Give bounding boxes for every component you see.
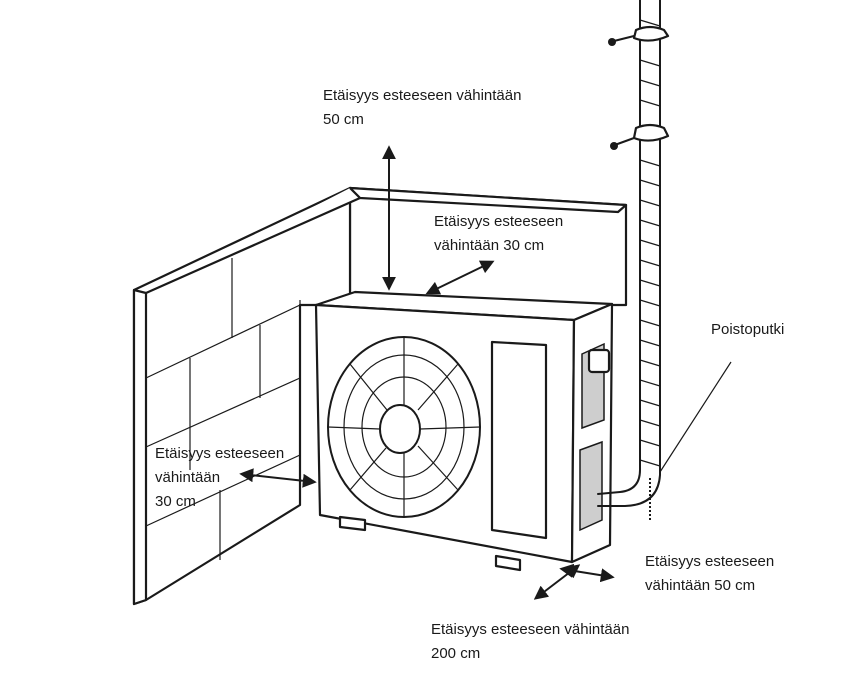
label-pipe-line1: Poistoputki bbox=[711, 321, 785, 338]
label-front-line1: Etäisyys esteeseen vähintään bbox=[431, 621, 630, 638]
back-wall bbox=[348, 186, 628, 307]
label-top-line1: Etäisyys esteeseen vähintään bbox=[323, 87, 522, 104]
label-top-line2: 50 cm bbox=[323, 111, 364, 128]
label-drain-pipe: Poistoputki bbox=[711, 318, 784, 342]
label-back-line1: Etäisyys esteeseen bbox=[434, 213, 564, 230]
label-front-line2: 200 cm bbox=[431, 645, 481, 662]
pipe-leader-line bbox=[659, 361, 732, 473]
arrow-back-clearance bbox=[425, 260, 495, 295]
label-right-clearance: Etäisyys esteeseen vähintään 50 cm bbox=[645, 550, 774, 598]
side-wall bbox=[132, 186, 362, 606]
label-front-clearance: Etäisyys esteeseen vähintään 200 cm bbox=[431, 618, 629, 666]
label-left-line1: Etäisyys esteeseen bbox=[155, 445, 285, 462]
label-left-clearance: Etäisyys esteeseen vähintään 30 cm bbox=[155, 442, 284, 514]
arrow-front-clearance bbox=[533, 564, 581, 600]
label-left-line2: vähintään bbox=[155, 469, 221, 486]
label-left-line3: 30 cm bbox=[155, 493, 196, 510]
label-right-line2: vähintään 50 cm bbox=[645, 577, 756, 594]
label-back-clearance: Etäisyys esteeseen vähintään 30 cm bbox=[434, 210, 563, 258]
arrow-left-clearance bbox=[239, 468, 317, 488]
drain-pipe bbox=[597, 0, 670, 522]
outdoor-unit bbox=[314, 290, 614, 572]
label-right-line1: Etäisyys esteeseen bbox=[645, 553, 775, 570]
label-back-line2: vähintään 30 cm bbox=[434, 237, 545, 254]
label-top-clearance: Etäisyys esteeseen vähintään 50 cm bbox=[323, 84, 521, 132]
